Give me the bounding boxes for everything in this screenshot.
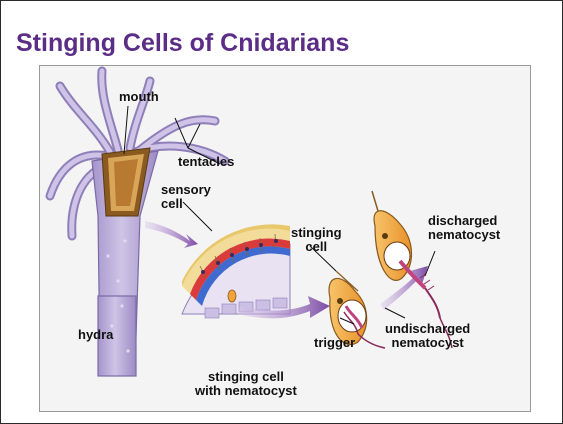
label-stinging-cell-caption-line1: stinging cell — [195, 370, 297, 384]
label-sensory-cell-line1: sensory — [161, 183, 211, 197]
label-stinging-cell-line2: cell — [291, 240, 342, 254]
label-stinging-cell-line1: stinging — [291, 226, 342, 240]
label-hydra: hydra — [78, 328, 113, 342]
label-stinging-cell: stinging cell — [291, 226, 342, 254]
label-discharged-nematocyst-line1: discharged — [428, 214, 500, 228]
tissue-cross-section — [182, 224, 290, 318]
label-stinging-cell-caption-line2: with nematocyst — [195, 384, 297, 398]
label-discharged-nematocyst: discharged nematocyst — [428, 214, 500, 242]
label-trigger: trigger — [314, 336, 355, 350]
label-sensory-cell: sensory cell — [161, 183, 211, 211]
label-discharged-nematocyst-line2: nematocyst — [428, 228, 500, 242]
label-sensory-cell-line2: cell — [161, 197, 211, 211]
label-stinging-cell-caption: stinging cell with nematocyst — [195, 370, 297, 398]
label-mouth: mouth — [119, 90, 159, 104]
label-undischarged-nematocyst: undischarged nematocyst — [385, 322, 470, 350]
slide-title: Stinging Cells of Cnidarians — [16, 29, 349, 58]
nematocyst-figure: mouth tentacles sensory cell stinging ce… — [39, 65, 531, 412]
label-undischarged-nematocyst-line2: nematocyst — [385, 336, 470, 350]
label-tentacles: tentacles — [178, 155, 234, 169]
label-undischarged-nematocyst-line1: undischarged — [385, 322, 470, 336]
